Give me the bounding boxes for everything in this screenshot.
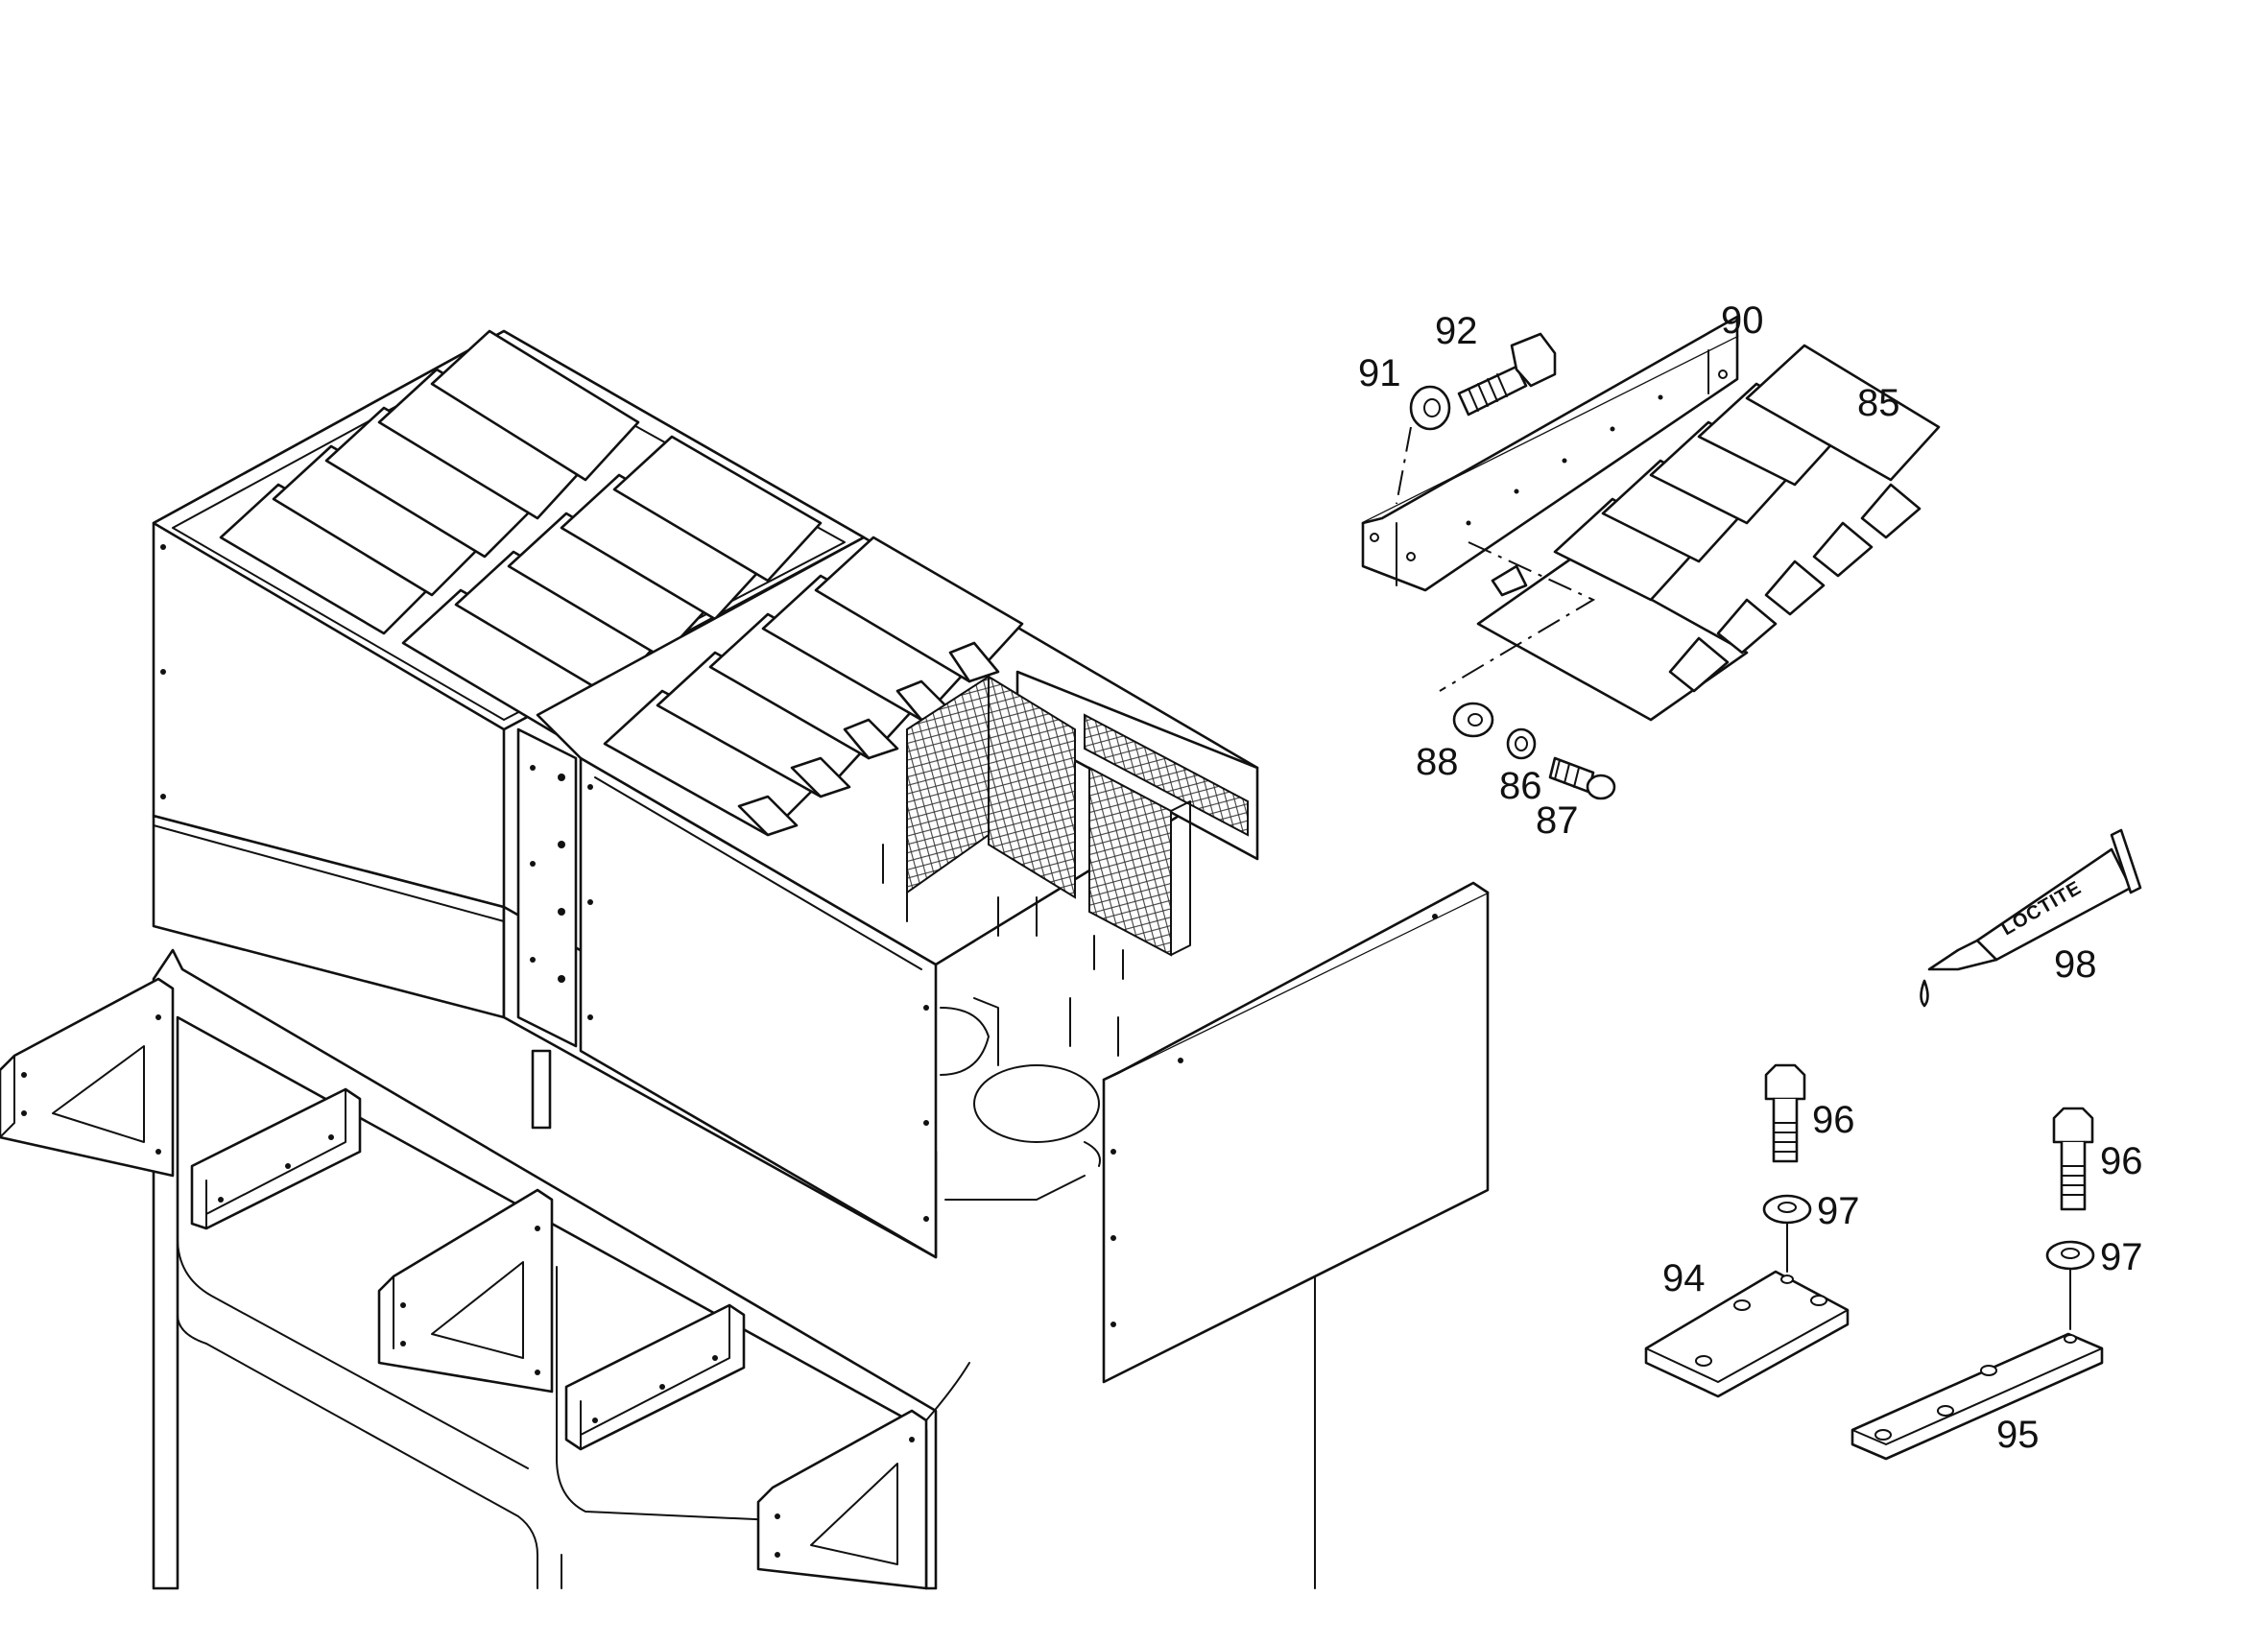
callout-91: 91 — [1358, 352, 1401, 394]
main-cabinet-assembly — [0, 329, 1490, 1590]
bolt-part-96-left — [1764, 1063, 1806, 1163]
bracket-center-upper — [377, 1188, 554, 1394]
bracket-center-arm — [564, 1303, 746, 1451]
callout-90: 90 — [1721, 299, 1764, 342]
washer-part-97-right — [2045, 1240, 2095, 1330]
lock-washer-part-86 — [1506, 727, 1537, 760]
right-louver-bank — [603, 536, 1024, 837]
rail-part-90 — [1361, 315, 1739, 592]
washer-part-91 — [1409, 385, 1451, 431]
callout-97-right: 97 — [2100, 1236, 2143, 1278]
callout-87: 87 — [1536, 799, 1579, 842]
bracket-right-lower — [756, 1409, 928, 1590]
left-louver-bank-front — [401, 435, 823, 736]
bolt-part-92 — [1457, 332, 1557, 417]
mesh-filters — [882, 675, 1249, 980]
bracket-left-upper — [0, 977, 175, 1178]
bolt-part-96-right — [2052, 1107, 2094, 1211]
callout-95: 95 — [1996, 1414, 2040, 1456]
right-side-panel — [1102, 881, 1490, 1384]
callout-98: 98 — [2054, 943, 2097, 986]
callout-97-left: 97 — [1817, 1190, 1860, 1232]
plate-part-94 — [1644, 1270, 1850, 1398]
callout-92: 92 — [1435, 310, 1478, 352]
center-divider-panel — [516, 727, 578, 1048]
louver-part-85 — [1476, 344, 1941, 722]
washer-part-97-left — [1762, 1194, 1812, 1273]
screw-part-87 — [1548, 756, 1616, 800]
callout-85: 85 — [1857, 382, 1900, 424]
left-louver-bank-back — [219, 329, 640, 635]
callout-labels: 85 86 87 88 90 91 92 94 95 96 96 97 97 9… — [1358, 299, 2143, 1456]
bracket-left-arm — [190, 1087, 362, 1230]
washer-part-88 — [1452, 702, 1494, 738]
callout-96-left: 96 — [1812, 1099, 1855, 1141]
duct-openings — [940, 997, 1119, 1201]
louver-rail-assembly — [1361, 315, 1941, 800]
callout-86: 86 — [1499, 765, 1542, 807]
loctite-tube-part-98: LOCTITE — [1920, 828, 2142, 1008]
callout-96-right: 96 — [2100, 1140, 2143, 1182]
callout-88: 88 — [1416, 741, 1459, 783]
plate-part-95 — [1850, 1332, 2104, 1461]
callout-94: 94 — [1662, 1257, 1706, 1299]
